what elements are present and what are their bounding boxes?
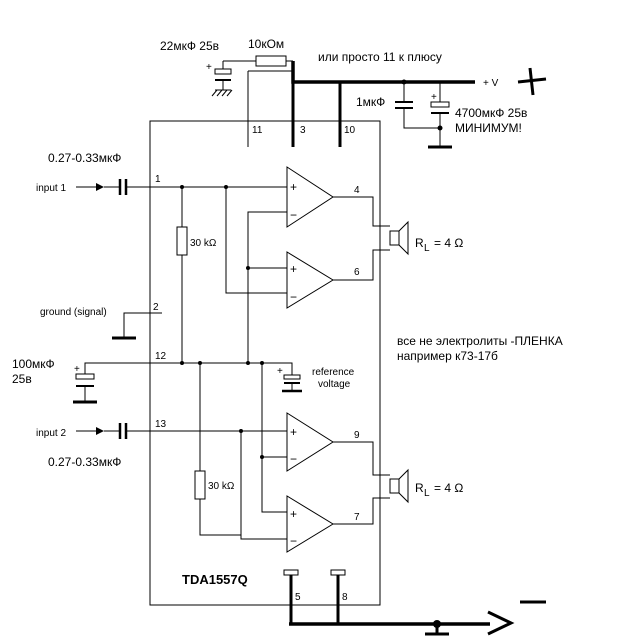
cap-1uf-label: 1мкФ bbox=[356, 95, 385, 109]
cap-in1-symbol bbox=[118, 179, 128, 195]
power-rail bbox=[291, 61, 475, 84]
cap-4700uf-symbol bbox=[430, 101, 450, 114]
pin-5-number: 5 bbox=[295, 592, 301, 603]
pin-3-number: 3 bbox=[300, 125, 306, 136]
reference-label-line1: reference bbox=[312, 367, 355, 378]
cap-in2-symbol bbox=[118, 423, 128, 439]
amp-4-minus: − bbox=[290, 534, 297, 548]
wire bbox=[240, 535, 287, 540]
cap-22uf-symbol bbox=[211, 61, 233, 97]
output-4-wire bbox=[333, 196, 390, 227]
cap-reference-symbol bbox=[282, 374, 302, 393]
cap-22uf-label: 22мкФ 25в bbox=[160, 39, 219, 53]
output-9-wire bbox=[333, 441, 390, 476]
vplus-label: + V bbox=[483, 78, 499, 89]
load-2-sub: L bbox=[424, 488, 430, 499]
resistor-30k-top-symbol bbox=[176, 226, 188, 256]
note-pin11-label: или просто 11 к плюсу bbox=[318, 50, 442, 64]
resistor-30k-bottom-symbol bbox=[194, 470, 206, 500]
reference-label-line2: voltage bbox=[318, 379, 351, 390]
pin-10-number: 10 bbox=[344, 125, 356, 136]
pin-9-number: 9 bbox=[354, 430, 360, 441]
cap-1uf-symbol bbox=[395, 101, 413, 109]
amplifier-4 bbox=[286, 495, 334, 553]
resistor-10k-label: 10кОм bbox=[248, 37, 284, 51]
amp-4-plus: + bbox=[290, 507, 297, 521]
junction-dot bbox=[260, 455, 264, 459]
speaker-1-icon bbox=[389, 220, 409, 256]
ground-rail-arrow-icon bbox=[487, 610, 515, 636]
cap-100uf-volt: 25в bbox=[12, 372, 32, 386]
minimum-label: МИНИМУМ! bbox=[455, 121, 522, 135]
load-1-r: R bbox=[415, 236, 424, 250]
wire bbox=[199, 431, 242, 536]
cap-100uf-value: 100мкФ bbox=[12, 357, 55, 371]
amplifier-2 bbox=[286, 251, 334, 309]
input-2-arrow-icon bbox=[96, 427, 104, 435]
pin-7-number: 7 bbox=[354, 512, 360, 523]
load-2-r: R bbox=[415, 481, 424, 495]
pin-12-number: 12 bbox=[155, 351, 167, 362]
load-2-value: = 4 Ω bbox=[434, 481, 463, 495]
cap-4700uf-label: 4700мкФ 25в bbox=[455, 106, 527, 120]
pin-12-wire bbox=[84, 362, 293, 375]
load-1-value: = 4 Ω bbox=[434, 236, 463, 250]
amplifier-3 bbox=[286, 412, 334, 472]
amplifier-1 bbox=[286, 166, 334, 228]
wire bbox=[403, 108, 440, 129]
wire bbox=[123, 312, 162, 338]
pin-1-number: 1 bbox=[155, 174, 161, 185]
amp-2-minus: − bbox=[290, 290, 297, 304]
junction-dot bbox=[437, 125, 443, 131]
cap-22uf-plus: + bbox=[206, 62, 212, 73]
input-2-label: input 2 bbox=[36, 428, 66, 439]
output-6-wire bbox=[333, 249, 390, 281]
cap-4700uf-plus: + bbox=[431, 92, 437, 103]
wire bbox=[261, 363, 287, 458]
pin-13-number: 13 bbox=[155, 419, 167, 430]
cap-in1-label: 0.27-0.33мкФ bbox=[48, 151, 121, 165]
resistor-30k-top-label: 30 kΩ bbox=[190, 238, 217, 249]
plus-mark-icon bbox=[517, 67, 547, 96]
resistor-10k-symbol bbox=[255, 55, 287, 67]
cap-ref-plus: + bbox=[277, 366, 283, 377]
amp-3-plus: + bbox=[290, 425, 297, 439]
speaker-2-icon bbox=[389, 468, 409, 504]
resistor-30k-bottom-label: 30 kΩ bbox=[208, 481, 235, 492]
amp-1-plus: + bbox=[290, 180, 297, 194]
output-7-wire bbox=[333, 497, 390, 525]
pin-2-number: 2 bbox=[153, 302, 159, 313]
wire bbox=[247, 211, 287, 363]
note-film-line2: например к73-17б bbox=[397, 349, 498, 363]
ic-name-label: TDA1557Q bbox=[182, 572, 248, 587]
pin-5-pad bbox=[283, 569, 299, 576]
input-1-label: input 1 bbox=[36, 183, 66, 194]
ground-signal-label: ground (signal) bbox=[40, 307, 107, 318]
amp-1-minus: − bbox=[290, 208, 297, 222]
pin-4-number: 4 bbox=[354, 185, 360, 196]
junction-dot bbox=[246, 361, 250, 365]
input-1-arrow-icon bbox=[96, 183, 104, 191]
amp-2-plus: + bbox=[290, 262, 297, 276]
wire bbox=[225, 187, 287, 294]
pin-8-number: 8 bbox=[342, 592, 348, 603]
pin-6-number: 6 bbox=[354, 267, 360, 278]
pin-8-pad bbox=[330, 569, 346, 576]
amp-3-minus: − bbox=[290, 452, 297, 466]
junction-dot bbox=[180, 361, 184, 365]
cap-100uf-symbol bbox=[75, 373, 95, 387]
cap-100uf-plus: + bbox=[74, 364, 80, 375]
wire bbox=[261, 457, 287, 513]
pin-11-number: 11 bbox=[252, 125, 263, 136]
cap-in2-label: 0.27-0.33мкФ bbox=[48, 455, 121, 469]
note-film-line1: все не электролиты -ПЛЕНКА bbox=[397, 334, 563, 348]
load-1-sub: L bbox=[424, 243, 430, 254]
